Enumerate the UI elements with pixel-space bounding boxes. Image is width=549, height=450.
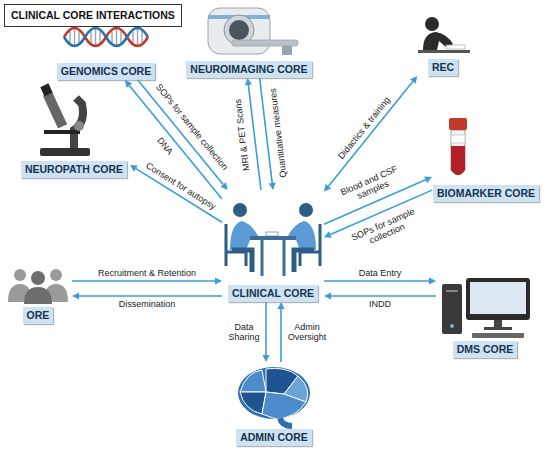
connector-arrow [277,302,284,362]
arrow-line [265,302,267,355]
tube-icon [449,118,467,175]
microscope-icon [40,83,90,156]
core-box: NEUROPATH CORE [18,82,130,178]
arrow-line [79,295,222,297]
arrow-head [262,355,269,362]
arrow-line [331,295,436,297]
core-label: DMS CORE [453,341,518,358]
core-box: REC [415,12,471,76]
arrow-label: Didactics & training [336,95,392,161]
arrow-label: MRI & PET Scans [233,99,252,172]
connector-arrow [72,292,222,299]
arrow-line [328,81,412,186]
core-box: BIOMARKER CORE [432,118,540,202]
arrow-label: Data Entry [359,268,402,278]
arrow-label: Dissemination [119,299,176,309]
core-label: NEUROIMAGING CORE [186,61,311,78]
connector-arrow [324,277,436,284]
meeting-icon [226,203,320,276]
arrow-head [72,292,79,299]
connector-arrow [245,78,261,190]
arrow-label: Data Sharing [225,322,263,342]
arrow-label: Recruitment & Retention [98,268,196,278]
arrow-label: SOPs for sample collection [154,82,230,172]
arrow-line [136,169,222,223]
arrow-head [324,231,332,238]
title-box: CLINICAL CORE INTERACTIONS [4,4,182,27]
brain-icon [238,367,310,426]
connector-arrow [324,292,436,299]
arrow-head [220,182,227,190]
core-label: CLINICAL CORE [228,285,318,302]
arrow-label: INDD [369,299,391,309]
arrow-label: Admin Oversight [283,322,331,342]
core-label: BIOMARKER CORE [433,185,539,202]
arrow-head [277,302,284,309]
computer-icon [442,278,530,338]
core-label: NEUROPATH CORE [21,161,127,178]
connector-arrow [72,277,222,284]
arrow-head [245,78,252,85]
arrow-head [410,76,417,84]
dna-icon [64,28,148,46]
arrow-head [424,177,432,184]
connector-arrow [130,165,222,222]
core-box: CLINICAL CORE [222,190,324,302]
arrow-label: Blood and CSF samples [339,163,404,206]
core-label: GENOMICS CORE [57,63,155,80]
core-box: ADMIN CORE [228,362,320,446]
arrow-head [324,292,331,299]
core-box: DMS CORE [436,272,534,358]
core-box: GENOMICS CORE [58,18,154,80]
arrow-label: Consent for autopsy [144,160,218,211]
arrow-head [125,80,132,88]
connector-arrow [262,302,269,362]
arrow-line [248,85,261,190]
arrow-head [429,277,436,284]
core-box: NEUROIMAGING CORE [186,2,312,78]
arrow-line [280,309,282,362]
arrow-head [130,165,138,172]
people-icon [8,269,68,304]
core-box: ORE [4,262,72,324]
arrow-line [324,280,429,282]
core-label: REC [428,59,458,76]
student-icon [418,17,470,53]
mri-icon [208,8,298,55]
arrow-label: Quantitative measures [268,87,289,178]
arrow-label: SOPs for sample collection [343,204,426,255]
arrow-label: DNA [155,136,175,157]
arrow-head [269,183,276,190]
core-label: ORE [23,307,54,324]
core-label: ADMIN CORE [236,429,312,446]
arrow-head [215,277,222,284]
arrow-line [72,280,215,282]
arrow-head [324,184,331,192]
